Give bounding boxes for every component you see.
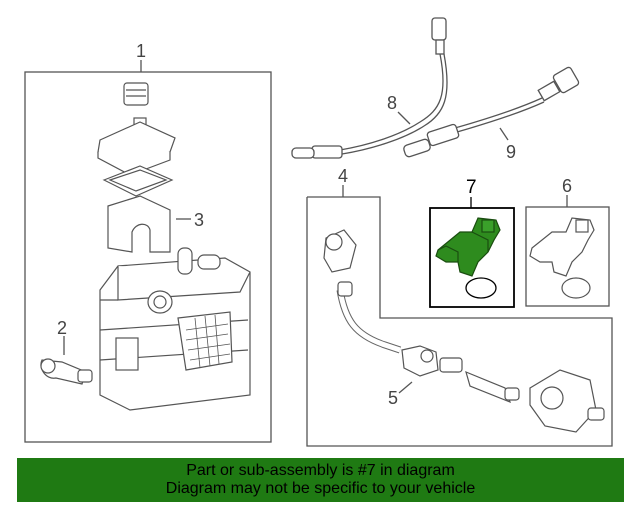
group-7-frame [429, 207, 515, 308]
highlighted-sensor-part-7 [435, 217, 501, 299]
callout-5: 5 [388, 388, 398, 408]
sensor-harness-9 [403, 66, 580, 158]
group-4-frame [306, 196, 613, 447]
banner-line-1: Part or sub-assembly is #7 in diagram [186, 462, 455, 479]
part-info-banner: Part or sub-assembly is #7 in diagram Di… [17, 458, 624, 502]
charcoal-canister-assembly [97, 82, 251, 411]
callout-3: 3 [194, 210, 204, 230]
callout-8: 8 [387, 93, 397, 113]
banner-line-2: Diagram may not be specific to your vehi… [165, 480, 476, 497]
callout-2: 2 [57, 318, 67, 338]
callout-7: 7 [466, 177, 477, 198]
sensor-harness-8 [291, 17, 448, 159]
callout-9: 9 [506, 142, 516, 162]
callout-1: 1 [136, 41, 146, 61]
callout-4: 4 [338, 166, 348, 186]
fitting-part-2 [40, 358, 93, 385]
sensor-part-6 [529, 217, 595, 299]
purge-hose-assembly [323, 229, 605, 433]
callout-6: 6 [562, 176, 572, 196]
group-1-frame [24, 71, 272, 443]
